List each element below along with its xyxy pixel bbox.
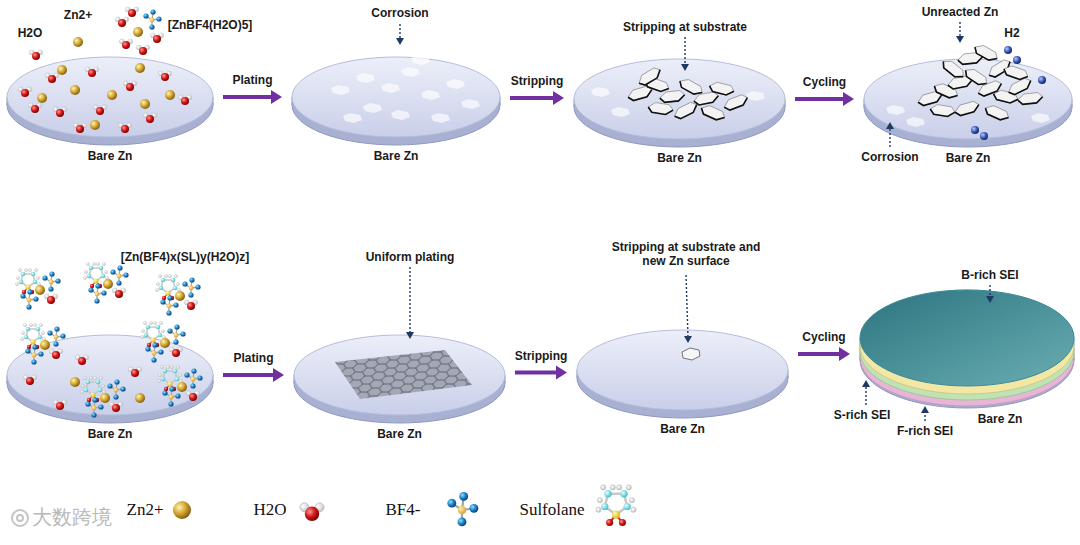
disc-outline [292, 333, 507, 425]
node-text-holder: Bare Zn [572, 151, 787, 165]
zn-disc: Bare Zn [292, 333, 507, 451]
leader-lines [396, 22, 994, 421]
node-text-holder: Bare Zn [5, 427, 215, 441]
node-text-holder: Bare Zn [5, 149, 215, 163]
node-label: Bare Zn [575, 422, 790, 436]
legend-label: BF4- [386, 500, 421, 520]
zn-disc: Bare Zn [5, 55, 215, 173]
node-label: Bare Zn [292, 427, 507, 441]
node-text-holder: Bare Zn [290, 149, 502, 163]
watermark: 大数跨境 [32, 506, 112, 528]
annotation-label: H2O [18, 26, 43, 40]
disc-outline [575, 328, 790, 420]
annotation-label: [Zn(BF4)x(SL)y(H2O)z] [121, 250, 250, 264]
annotation-label: Corrosion [861, 150, 918, 164]
zn-flakes [591, 65, 765, 122]
uniform-deposit [335, 350, 472, 399]
annotation-label: Unreacted Zn [922, 5, 999, 19]
annotation-label: S-rich SEI [834, 408, 891, 422]
process-arrow [223, 90, 282, 104]
zn-disc: Bare Zn [858, 288, 1076, 433]
annotation-label: F-rich SEI [897, 424, 953, 438]
legend-label: H2O [253, 500, 286, 520]
disc-outline [290, 55, 502, 147]
disc-outline [5, 333, 215, 425]
corrosion-patches [331, 55, 480, 123]
node-text-holder: Bare Zn [575, 422, 790, 436]
edge-label: Plating [231, 351, 275, 365]
edge-label: Stripping [513, 349, 570, 363]
edge-label: Plating [230, 73, 274, 87]
zn-disc: Bare Zn [5, 333, 215, 451]
zn-flakes-cycled [886, 43, 1050, 140]
process-arrow [798, 347, 850, 361]
annotation-label: B-rich SEI [961, 268, 1018, 282]
annotation-label: [ZnBF4(H2O)5] [168, 18, 253, 32]
zn-disc: Bare Zn [572, 57, 787, 175]
node-label: Bare Zn [290, 149, 502, 163]
process-arrow [223, 368, 284, 382]
node-text-holder: Bare Zn [891, 412, 1080, 426]
legend-icons [173, 485, 636, 526]
process-arrow [795, 92, 854, 106]
legend-label: Sulfolane [519, 500, 584, 520]
electrolyte-complexes [15, 262, 202, 417]
zn-disc: Bare Zn [290, 55, 502, 173]
watermark-logo [12, 510, 28, 526]
annotation-label: Corrosion [371, 6, 428, 20]
remaining-flake [682, 348, 700, 360]
zn-disc: Bare Zn [575, 328, 790, 446]
annotation-label: Uniform plating [366, 250, 455, 264]
node-label: Bare Zn [5, 149, 215, 163]
annotation-label: H2 [1004, 26, 1019, 40]
node-label: Bare Zn [891, 412, 1080, 426]
node-text-holder: Bare Zn [292, 427, 507, 441]
annotation-label: Stripping at substrate and new Zn surfac… [601, 240, 771, 268]
disc-outline [862, 57, 1074, 149]
electrolyte-molecules [18, 7, 191, 133]
node-label: Bare Zn [5, 427, 215, 441]
process-arrow [510, 91, 564, 105]
annotation-label: Stripping at substrate [623, 20, 747, 34]
annotation-label: Zn2+ [64, 8, 92, 22]
edge-label: Cycling [801, 75, 848, 89]
edge-label: Cycling [800, 330, 847, 344]
disc-outline [5, 55, 215, 147]
sei-layers [860, 290, 1074, 406]
process-arrow [515, 366, 567, 380]
legend-label: Zn2+ [127, 500, 164, 520]
disc-outline [572, 57, 787, 149]
node-label: Bare Zn [572, 151, 787, 165]
edge-label: Stripping [509, 74, 566, 88]
disc-outline [858, 288, 1076, 410]
